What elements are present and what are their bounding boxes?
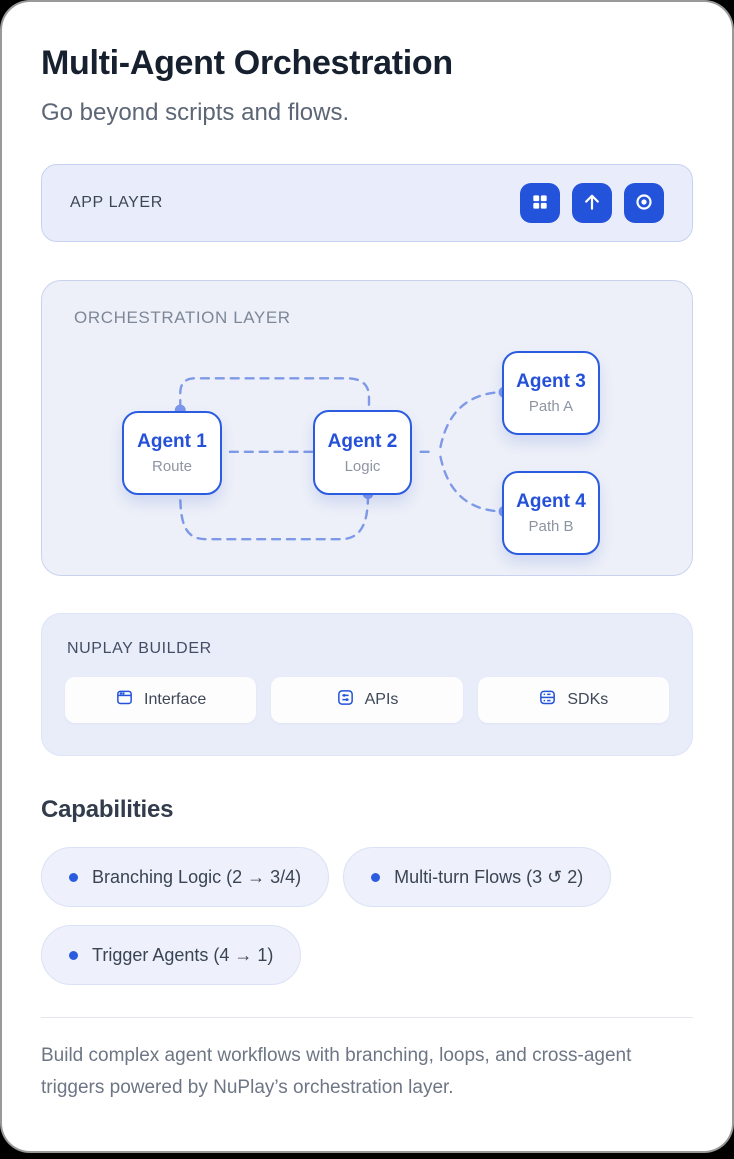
grid-icon: [530, 192, 550, 215]
nuplay-builder-panel: NUPLAY BUILDER Interface APIs SDKs: [41, 613, 693, 756]
arrow-up-icon: [582, 192, 602, 215]
agent-node-2[interactable]: Agent 2 Logic: [313, 410, 412, 495]
target-button[interactable]: [624, 183, 664, 223]
capability-pill-label: Trigger Agents (4 → 1): [92, 944, 274, 965]
bullet-dot-icon: [371, 872, 381, 882]
capabilities-title: Capabilities: [41, 796, 174, 823]
orchestration-layer-panel: ORCHESTRATION LAYER Agent 1 Route: [41, 280, 693, 576]
agent-node-4[interactable]: Agent 4 Path B: [502, 471, 600, 555]
builder-button-label: SDKs: [567, 691, 609, 708]
page-title: Multi-Agent Orchestration: [41, 44, 453, 82]
bullet-dot-icon: [69, 872, 78, 882]
browser-window-icon: [115, 688, 134, 712]
agent-node-1[interactable]: Agent 1 Route: [122, 411, 222, 495]
capability-pill-multiturn[interactable]: Multi-turn Flows (3 ↺ 2): [343, 847, 612, 907]
upload-button[interactable]: [572, 183, 612, 223]
agent-role: Path A: [528, 398, 574, 415]
sdks-button[interactable]: SDKs: [477, 677, 669, 723]
app-layer-panel: APP LAYER: [41, 164, 693, 242]
agent-name: Agent 1: [137, 431, 207, 452]
orchestration-layer-label: ORCHESTRATION LAYER: [74, 308, 291, 327]
agent-role: Path B: [528, 518, 574, 535]
server-icon: [538, 688, 557, 712]
agent-name: Agent 4: [516, 491, 586, 512]
agent-name: Agent 3: [516, 371, 586, 392]
agent-role: Logic: [344, 457, 381, 475]
divider: [41, 1017, 693, 1018]
apis-button[interactable]: APIs: [271, 677, 463, 723]
app-layer-label: APP LAYER: [70, 194, 163, 211]
capability-pill-label: Branching Logic (2 → 3/4): [92, 866, 302, 887]
app-layer-actions: [520, 183, 664, 223]
builder-button-label: APIs: [364, 691, 399, 708]
capability-pill-trigger[interactable]: Trigger Agents (4 → 1): [41, 925, 302, 985]
agent-role: Route: [151, 458, 193, 475]
capability-pill-branching[interactable]: Branching Logic (2 → 3/4): [41, 847, 330, 907]
target-icon: [634, 192, 654, 215]
capability-pill-label: Multi-turn Flows (3 ↺ 2): [394, 866, 584, 887]
capability-pills: Branching Logic (2 → 3/4) Multi-turn Flo…: [41, 847, 691, 985]
interface-button[interactable]: Interface: [65, 677, 257, 723]
sliders-icon: [336, 688, 355, 712]
builder-buttons-row: Interface APIs SDKs: [65, 677, 669, 723]
agent-node-3[interactable]: Agent 3 Path A: [502, 351, 600, 435]
bullet-dot-icon: [69, 950, 78, 960]
agent-name: Agent 2: [327, 430, 398, 452]
nuplay-builder-label: NUPLAY BUILDER: [67, 640, 212, 657]
grid-button[interactable]: [520, 183, 560, 223]
footer-description: Build complex agent workflows with branc…: [41, 1045, 632, 1098]
builder-button-label: Interface: [144, 691, 207, 708]
page-subtitle: Go beyond scripts and flows.: [41, 99, 350, 126]
